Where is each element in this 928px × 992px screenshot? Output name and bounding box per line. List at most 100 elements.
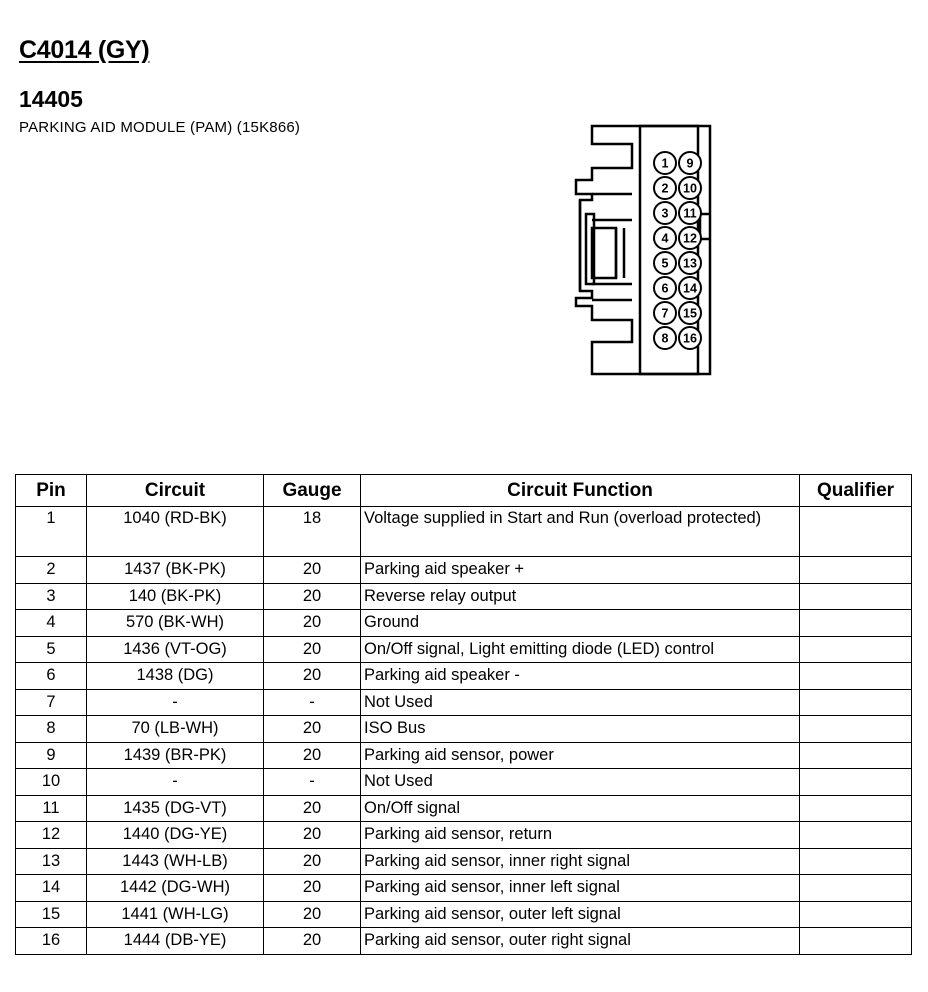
circuit-cell: 1435 (DG-VT) (86, 794, 264, 822)
connector-pin-circle (678, 226, 702, 250)
pin-cell: 2 (15, 556, 87, 584)
gauge-cell: 20 (263, 927, 361, 955)
connector-pin-circle (653, 301, 677, 325)
column-header-pin: Pin (15, 474, 87, 507)
circuit-function-cell: On/Off signal (360, 794, 800, 822)
table-header-row: Pin Circuit Gauge Circuit Function Quali… (15, 474, 912, 507)
qualifier-cell (799, 900, 912, 928)
connector-pin-label: 12 (683, 232, 697, 246)
circuit-cell: 1444 (DB-YE) (86, 927, 264, 955)
qualifier-cell (799, 506, 912, 557)
qualifier-cell (799, 927, 912, 955)
qualifier-cell (799, 715, 912, 743)
circuit-cell: 1436 (VT-OG) (86, 635, 264, 663)
qualifier-cell (799, 741, 912, 769)
circuit-function-cell: Not Used (360, 768, 800, 796)
gauge-cell: 18 (263, 506, 361, 557)
gauge-cell: 20 (263, 609, 361, 637)
circuit-function-cell: Voltage supplied in Start and Run (overl… (360, 506, 800, 557)
gauge-cell: 20 (263, 715, 361, 743)
circuit-cell: 1438 (DG) (86, 662, 264, 690)
circuit-function-cell: On/Off signal, Light emitting diode (LED… (360, 635, 800, 663)
pin-cell: 9 (15, 741, 87, 769)
circuit-cell: 1437 (BK-PK) (86, 556, 264, 584)
circuit-cell: 1443 (WH-LB) (86, 847, 264, 875)
circuit-cell: 1440 (DG-YE) (86, 821, 264, 849)
pin-cell: 6 (15, 662, 87, 690)
qualifier-cell (799, 821, 912, 849)
connector-pin-circle (678, 201, 702, 225)
gauge-cell: 20 (263, 900, 361, 928)
connector-pin-label: 10 (683, 182, 697, 196)
qualifier-cell (799, 662, 912, 690)
connector-id-title: C4014 (GY) (19, 36, 150, 64)
pin-cell: 12 (15, 821, 87, 849)
pin-cell: 10 (15, 768, 87, 796)
column-header-circuit: Circuit (86, 474, 264, 507)
connector-pin-circle (678, 276, 702, 300)
connector-pin-circle (653, 201, 677, 225)
pin-cell: 8 (15, 715, 87, 743)
circuit-cell: 1442 (DG-WH) (86, 874, 264, 902)
circuit-function-cell: Parking aid sensor, outer right signal (360, 927, 800, 955)
circuit-cell: 1439 (BR-PK) (86, 741, 264, 769)
connector-pin-circle (678, 326, 702, 350)
connector-pin-label: 3 (662, 207, 669, 221)
connector-pin-circle (678, 151, 702, 175)
circuit-cell: 1441 (WH-LG) (86, 900, 264, 928)
connector-pin-circle (653, 176, 677, 200)
circuit-function-cell: Ground (360, 609, 800, 637)
column-header-gauge: Gauge (263, 474, 361, 507)
column-header-qualifier: Qualifier (799, 474, 912, 507)
qualifier-cell (799, 874, 912, 902)
circuit-function-cell: Parking aid sensor, outer left signal (360, 900, 800, 928)
connector-pin-label: 6 (662, 282, 669, 296)
circuit-function-cell: Parking aid speaker - (360, 662, 800, 690)
table-row: 7--Not Used (15, 688, 912, 716)
circuit-function-cell: Parking aid sensor, power (360, 741, 800, 769)
circuit-cell: - (86, 768, 264, 796)
circuit-function-cell: Not Used (360, 688, 800, 716)
gauge-cell: 20 (263, 821, 361, 849)
connector-pin-circle (653, 251, 677, 275)
column-header-circuit-function: Circuit Function (360, 474, 800, 507)
qualifier-cell (799, 794, 912, 822)
connector-pin-label: 8 (662, 332, 669, 346)
pin-cell: 1 (15, 506, 87, 557)
circuit-cell: - (86, 688, 264, 716)
connector-pin-circle (653, 326, 677, 350)
connector-pin-label: 1 (662, 157, 669, 171)
connector-pin-label: 2 (662, 182, 669, 196)
circuit-cell: 570 (BK-WH) (86, 609, 264, 637)
connector-pin-label: 13 (683, 257, 697, 271)
circuit-function-cell: Parking aid sensor, inner left signal (360, 874, 800, 902)
pin-cell: 15 (15, 900, 87, 928)
part-number: 14405 (19, 86, 83, 112)
connector-pin-label: 11 (683, 207, 696, 221)
gauge-cell: 20 (263, 662, 361, 690)
gauge-cell: 20 (263, 635, 361, 663)
qualifier-cell (799, 582, 912, 610)
qualifier-cell (799, 635, 912, 663)
circuit-cell: 1040 (RD-BK) (86, 506, 264, 557)
pin-cell: 4 (15, 609, 87, 637)
qualifier-cell (799, 609, 912, 637)
circuit-function-cell: Reverse relay output (360, 582, 800, 610)
pin-cell: 3 (15, 582, 87, 610)
component-description: PARKING AID MODULE (PAM) (15K866) (19, 119, 301, 136)
qualifier-cell (799, 688, 912, 716)
